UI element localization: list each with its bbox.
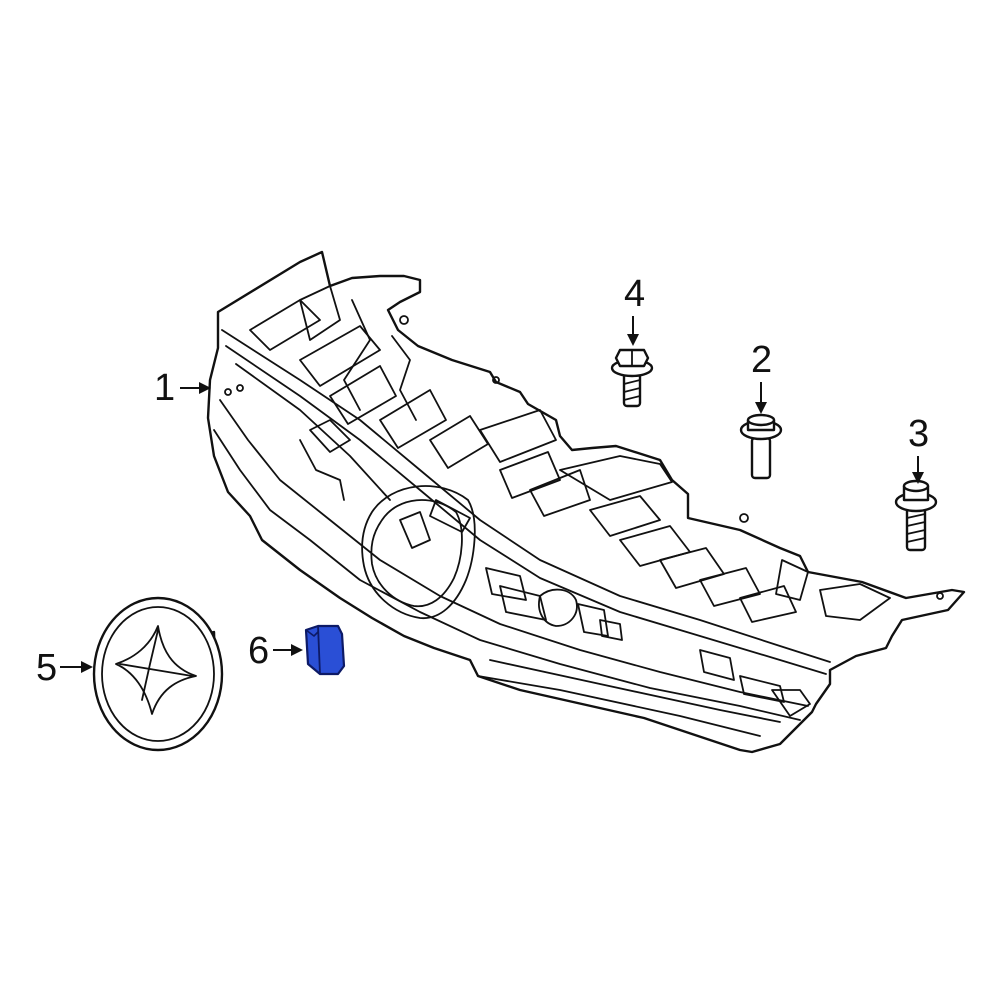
- clip-part-6: [304, 624, 346, 676]
- callout-5: 5: [36, 647, 93, 689]
- callout-6: 6: [248, 630, 303, 672]
- bolt-part-3: [894, 479, 938, 552]
- callout-label: 2: [751, 339, 772, 381]
- callout-label: 4: [624, 273, 645, 315]
- callout-label: 3: [908, 413, 929, 455]
- callout-1: 1: [154, 367, 211, 409]
- arrow-icon: [291, 644, 303, 656]
- emblem-part-5: [92, 596, 224, 752]
- grille-assembly: [206, 250, 966, 754]
- arrow-icon: [627, 334, 639, 346]
- callout-4: 4: [624, 273, 645, 346]
- callout-label: 1: [154, 367, 175, 409]
- callout-3: 3: [908, 413, 929, 484]
- arrow-icon: [81, 661, 93, 673]
- callout-2: 2: [751, 339, 772, 414]
- callout-label: 6: [248, 630, 269, 672]
- hex-bolt-part-4: [610, 348, 654, 408]
- callout-label: 5: [36, 647, 57, 689]
- arrow-icon: [755, 402, 767, 414]
- bolt-part-2: [739, 413, 783, 480]
- arrow-icon: [912, 472, 924, 484]
- arrow-icon: [199, 382, 211, 394]
